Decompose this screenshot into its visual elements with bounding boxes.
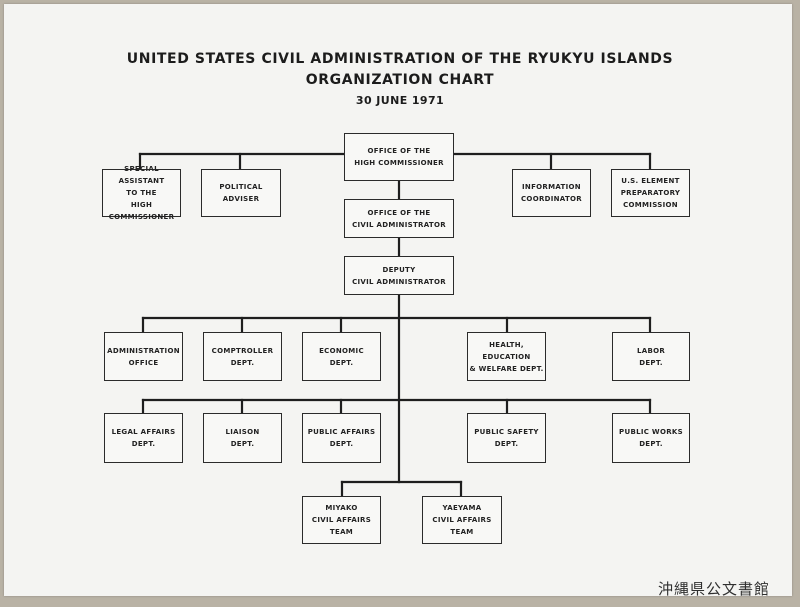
box-health-education-welfare-dept: HEALTH, EDUCATION & WELFARE DEPT. bbox=[467, 332, 546, 381]
box-label: HEALTH, EDUCATION & WELFARE DEPT. bbox=[469, 340, 544, 373]
archive-stamp: 沖縄県公文書館 bbox=[657, 580, 770, 598]
box-liaison-dept: LIAISON DEPT. bbox=[203, 413, 282, 463]
box-label: SPECIAL ASSISTANT TO THE HIGH COMMISSION… bbox=[108, 165, 175, 221]
box-label: LABOR DEPT. bbox=[636, 346, 666, 367]
box-labor-dept: LABOR DEPT. bbox=[612, 332, 690, 381]
box-public-affairs-dept: PUBLIC AFFAIRS DEPT. bbox=[302, 413, 381, 463]
chart-subtitle: ORGANIZATION CHART bbox=[305, 72, 495, 88]
box-label: POLITICAL ADVISER bbox=[219, 183, 263, 203]
chart-title: UNITED STATES CIVIL ADMINISTRATION OF TH… bbox=[126, 51, 674, 67]
box-label: YAEYAMA CIVIL AFFAIRS TEAM bbox=[432, 504, 492, 536]
box-label: OFFICE OF THE CIVIL ADMINISTRATOR bbox=[352, 208, 446, 229]
box-label: PUBLIC AFFAIRS DEPT. bbox=[307, 428, 376, 448]
box-yaeyama-civil-affairs-team: YAEYAMA CIVIL AFFAIRS TEAM bbox=[422, 496, 502, 544]
box-label: MIYAKO CIVIL AFFAIRS TEAM bbox=[311, 504, 372, 536]
box-legal-affairs-dept: LEGAL AFFAIRS DEPT. bbox=[104, 413, 183, 463]
box-label: U.S. ELEMENT PREPARATORY COMMISSION bbox=[620, 177, 681, 209]
box-label: OFFICE OF THE HIGH COMMISSIONER bbox=[354, 147, 444, 167]
chart-date: 30 JUNE 1971 bbox=[355, 94, 445, 107]
box-label: PUBLIC WORKS DEPT. bbox=[619, 428, 683, 448]
box-miyako-civil-affairs-team: MIYAKO CIVIL AFFAIRS TEAM bbox=[302, 496, 381, 544]
box-label: INFORMATION COORDINATOR bbox=[521, 183, 582, 203]
box-deputy-civil-administrator: DEPUTY CIVIL ADMINISTRATOR bbox=[344, 256, 454, 295]
box-label: ADMINISTRATION OFFICE bbox=[107, 346, 180, 367]
box-political-adviser: POLITICAL ADVISER bbox=[201, 169, 281, 217]
box-high-commissioner: OFFICE OF THE HIGH COMMISSIONER bbox=[344, 133, 454, 181]
box-information-coordinator: INFORMATION COORDINATOR bbox=[512, 169, 591, 217]
box-label: LEGAL AFFAIRS DEPT. bbox=[111, 428, 176, 448]
box-label: DEPUTY CIVIL ADMINISTRATOR bbox=[352, 265, 446, 286]
box-administration-office: ADMINISTRATION OFFICE bbox=[104, 332, 183, 381]
box-special-assistant: SPECIAL ASSISTANT TO THE HIGH COMMISSION… bbox=[102, 165, 181, 221]
box-us-element-preparatory-commission: U.S. ELEMENT PREPARATORY COMMISSION bbox=[611, 169, 690, 217]
box-label: ECONOMIC DEPT. bbox=[319, 346, 364, 367]
box-economic-dept: ECONOMIC DEPT. bbox=[302, 332, 381, 381]
box-label: COMPTROLLER DEPT. bbox=[211, 346, 274, 367]
box-public-safety-dept: PUBLIC SAFETY DEPT. bbox=[467, 413, 546, 463]
box-label: LIAISON DEPT. bbox=[225, 428, 260, 448]
box-label: PUBLIC SAFETY DEPT. bbox=[474, 428, 539, 448]
box-civil-administrator: OFFICE OF THE CIVIL ADMINISTRATOR bbox=[344, 199, 454, 238]
box-public-works-dept: PUBLIC WORKS DEPT. bbox=[612, 413, 690, 463]
box-comptroller-dept: COMPTROLLER DEPT. bbox=[203, 332, 282, 381]
